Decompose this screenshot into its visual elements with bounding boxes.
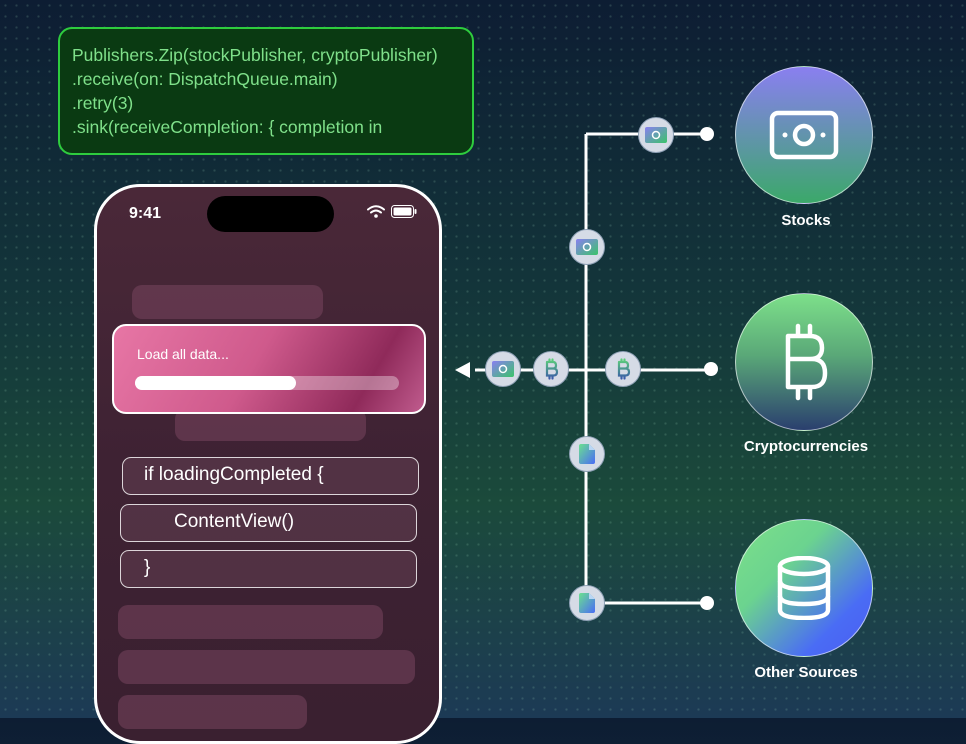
banknote-icon: [645, 127, 667, 143]
bitcoin-chip: [605, 351, 641, 387]
wifi-icon: [367, 205, 385, 218]
arrow-head: [455, 362, 470, 378]
document-icon: [579, 593, 595, 613]
placeholder-bar: [175, 409, 366, 441]
code-line: Publishers.Zip(stockPublisher, cryptoPub…: [72, 45, 438, 65]
source-stocks: [735, 66, 873, 204]
code-text: if loadingCompleted {: [144, 464, 324, 485]
status-icons: [367, 205, 417, 218]
banknote-icon: [492, 361, 514, 377]
banknote-icon: [769, 110, 839, 160]
code-text: }: [144, 557, 151, 578]
code-line: .retry(3): [72, 93, 134, 113]
code-text: ContentView(): [174, 511, 295, 532]
source-cryptocurrencies: [735, 293, 873, 431]
loading-label: Load all data...: [137, 346, 229, 362]
code-line: .receive(on: DispatchQueue.main): [72, 69, 338, 89]
dynamic-island: [207, 196, 334, 232]
battery-icon: [391, 205, 417, 218]
source-label: Other Sources: [754, 664, 858, 681]
bitcoin-chip: [533, 351, 569, 387]
progress-track: [135, 376, 399, 390]
source-other: [735, 519, 873, 657]
code-line-contentview: ContentView(): [120, 504, 417, 542]
bitcoin-icon: [785, 323, 828, 401]
database-icon: [777, 556, 831, 620]
endpoint-dot: [700, 596, 714, 610]
code-line-close: }: [120, 550, 417, 588]
banknote-chip: [638, 117, 674, 153]
banknote-icon: [576, 239, 598, 255]
loading-card: Load all data...: [112, 324, 426, 414]
placeholder-bar: [132, 285, 323, 319]
bitcoin-icon: [617, 358, 631, 380]
code-line-if: if loadingCompleted {: [122, 457, 419, 495]
banknote-chip: [569, 229, 605, 265]
phone-mockup: 9:41 if loadingCompleted { ContentView()…: [94, 184, 442, 744]
code-line: .sink(receiveCompletion: { completion in: [72, 117, 383, 137]
source-label: Stocks: [781, 212, 831, 229]
banknote-chip: [485, 351, 521, 387]
endpoint-dot: [704, 362, 718, 376]
source-label: Cryptocurrencies: [743, 438, 869, 455]
combine-code-snippet: Publishers.Zip(stockPublisher, cryptoPub…: [58, 27, 474, 155]
document-icon: [579, 444, 595, 464]
document-chip: [569, 436, 605, 472]
status-time: 9:41: [129, 205, 162, 222]
progress-fill: [135, 376, 297, 390]
endpoint-dot: [700, 127, 714, 141]
bitcoin-icon: [545, 358, 559, 380]
document-chip: [569, 585, 605, 621]
placeholder-bar: [118, 605, 383, 639]
placeholder-bar: [118, 650, 415, 684]
